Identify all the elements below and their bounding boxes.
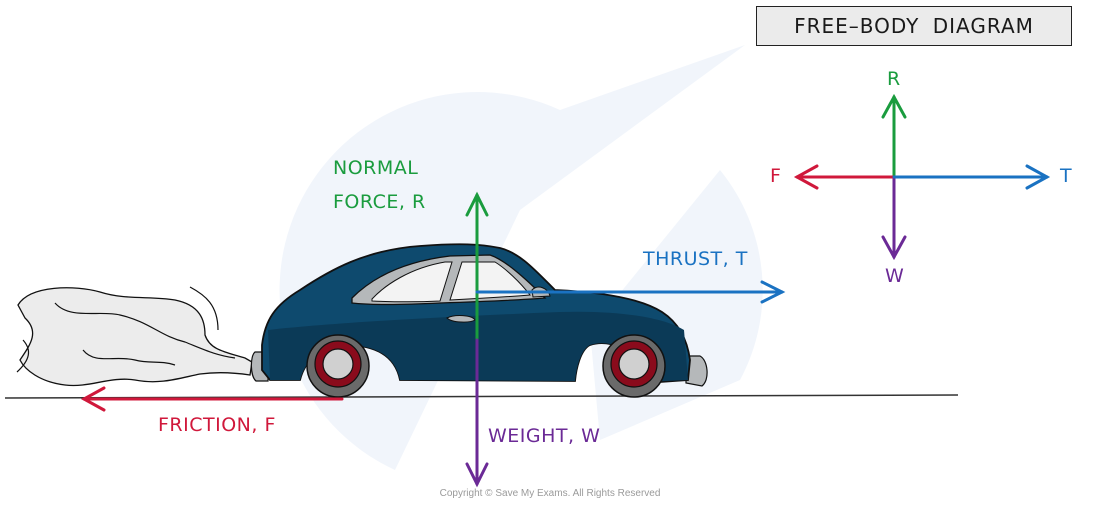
- fbd-label-r: R: [887, 68, 901, 90]
- weight-label: WEIGHT, W: [488, 425, 601, 447]
- fbd-label-f: F: [770, 165, 782, 187]
- weight-arrow: [465, 338, 489, 488]
- normal-force-arrow: [465, 191, 489, 342]
- normal-force-label-line2: FORCE, R: [333, 191, 426, 213]
- fbd-label-t: T: [1060, 165, 1073, 187]
- fbd-label-w: W: [885, 265, 905, 287]
- thrust-arrow: [475, 280, 786, 304]
- exhaust-smoke: [16, 286, 253, 387]
- friction-arrow: [80, 386, 344, 412]
- fbd-right-arrow: [892, 164, 1051, 190]
- free-body-diagram-title: FREE–BODY DIAGRAM: [794, 14, 1034, 38]
- thrust-label: THRUST, T: [643, 248, 748, 270]
- friction-label: FRICTION, F: [158, 414, 276, 436]
- normal-force-label-line1: NORMAL: [333, 157, 419, 179]
- free-body-diagram-title-box: FREE–BODY DIAGRAM: [756, 6, 1072, 46]
- copyright-notice: Copyright © Save My Exams. All Rights Re…: [439, 488, 661, 499]
- fbd-down-arrow: [881, 175, 907, 261]
- fbd-left-arrow: [793, 164, 896, 190]
- rear-wheel: [306, 334, 370, 398]
- fbd-up-arrow: [881, 93, 907, 179]
- front-wheel: [602, 334, 666, 398]
